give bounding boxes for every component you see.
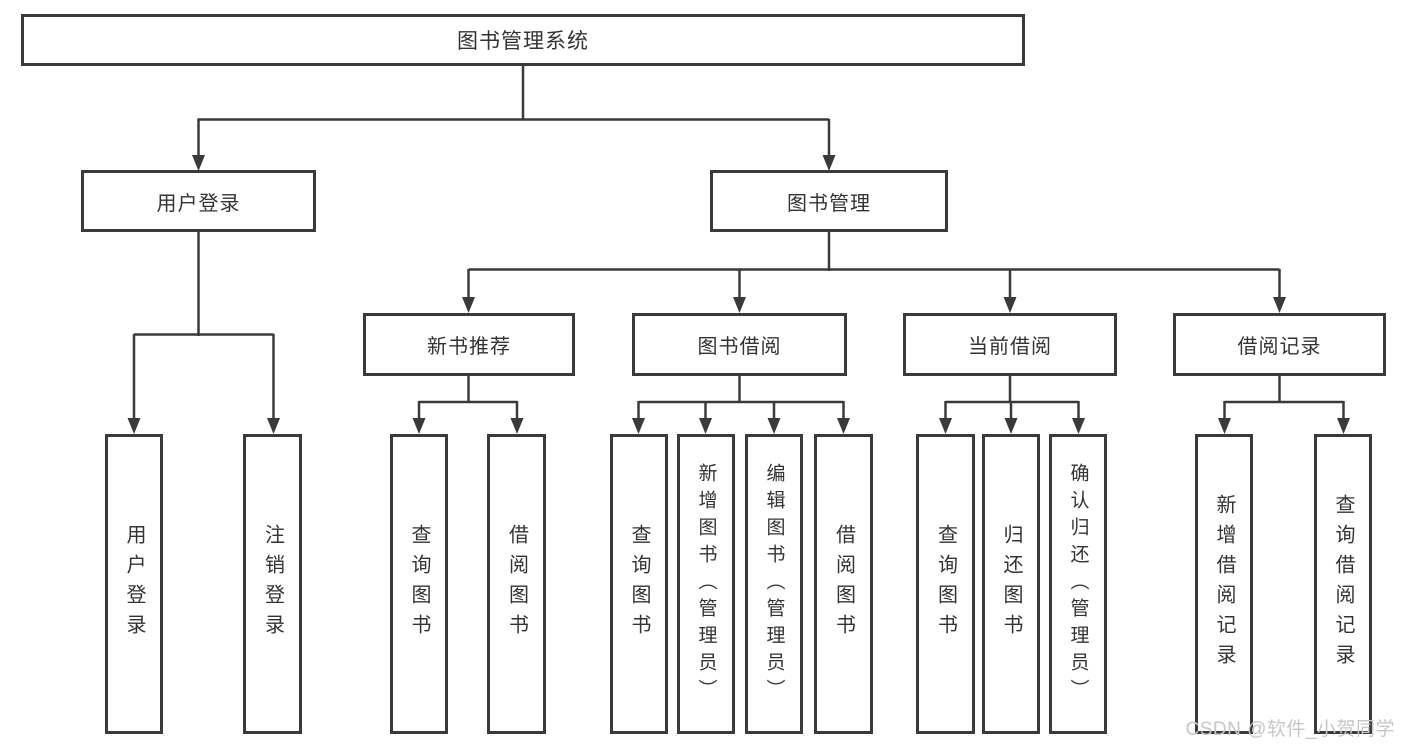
- leaf-label: 查询图书: [628, 524, 650, 644]
- leaf-query-books: 查询图书: [916, 434, 975, 734]
- leaf-label: 新增图书（管理员）: [695, 462, 717, 706]
- leaf-label: 借阅图书: [505, 524, 528, 644]
- leaf-add-books-admin: 新增图书（管理员）: [677, 434, 735, 734]
- leaf-label: 用户登录: [123, 524, 145, 644]
- node-label: 图书借阅: [697, 336, 782, 358]
- node-label: 当前借阅: [968, 336, 1052, 358]
- node-user-login: 用户登录: [81, 170, 316, 232]
- leaf-add-borrow-record: 新增借阅记录: [1195, 434, 1253, 734]
- leaf-edit-books-admin: 编辑图书（管理员）: [745, 434, 803, 734]
- node-label: 借阅记录: [1237, 336, 1322, 358]
- leaf-label: 新增借阅记录: [1213, 494, 1235, 674]
- leaf-confirm-return-admin: 确认归还（管理员）: [1049, 434, 1107, 734]
- leaf-logout: 注销登录: [243, 434, 302, 734]
- leaf-query-books: 查询图书: [390, 434, 448, 734]
- node-label: 图书管理系统: [457, 30, 589, 53]
- leaf-query-borrow-record: 查询借阅记录: [1314, 434, 1372, 734]
- leaf-label: 确认归还（管理员）: [1067, 462, 1089, 706]
- node-label: 图书管理: [787, 192, 871, 215]
- leaf-user-login: 用户登录: [105, 434, 163, 734]
- leaf-label: 借阅图书: [832, 524, 855, 644]
- node-library-system: 图书管理系统: [21, 14, 1025, 66]
- leaf-label: 查询借阅记录: [1332, 494, 1354, 674]
- node-label: 新书推荐: [427, 336, 511, 358]
- leaf-label: 查询图书: [934, 524, 957, 644]
- csdn-watermark: CSDN @软件_小贺同学: [1185, 719, 1395, 740]
- arrowheads: [127, 155, 1350, 434]
- leaf-label: 查询图书: [408, 524, 430, 644]
- node-label: 用户登录: [156, 192, 241, 215]
- node-borrow-records: 借阅记录: [1173, 313, 1386, 376]
- leaf-return-books: 归还图书: [982, 434, 1040, 734]
- leaf-label: 注销登录: [261, 524, 284, 644]
- leaf-label: 归还图书: [1000, 524, 1022, 644]
- node-book-borrow: 图书借阅: [632, 313, 847, 376]
- leaf-label: 编辑图书（管理员）: [763, 462, 785, 706]
- leaf-query-books: 查询图书: [610, 434, 668, 734]
- node-new-book-recommend: 新书推荐: [363, 313, 575, 376]
- node-book-management: 图书管理: [710, 170, 948, 232]
- leaf-borrow-books: 借阅图书: [487, 434, 546, 734]
- node-current-borrow: 当前借阅: [903, 313, 1117, 376]
- leaf-borrow-books: 借阅图书: [814, 434, 873, 734]
